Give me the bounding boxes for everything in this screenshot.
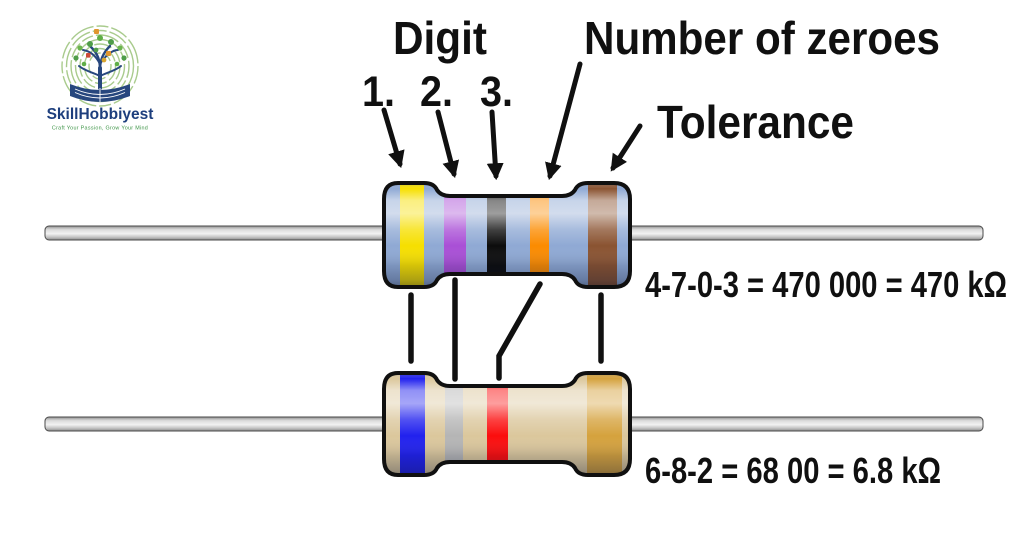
logo-tagline: Craft Your Passion, Grow Your Mind [52,126,148,132]
band-connector-lines [408,277,604,382]
logo-title: SkillHobbiyest [47,106,154,123]
arrow-tolerance-icon [610,123,643,172]
connector-multiplier [496,281,543,381]
bottom-resistor [382,371,632,477]
logo: SkillHobbiyest Craft Your Passion, Grow … [47,25,154,132]
annotation-arrows [381,61,643,181]
zeroes-label: Number of zeroes [584,12,940,64]
open-book-icon [70,84,130,102]
bottom-resistor-shading [384,373,630,475]
digit-number-2: 2. [420,68,453,116]
arrow-digit3-icon [486,109,504,181]
top-resistor-shading [384,183,630,287]
digit-label: Digit [393,12,487,64]
arrow-zeroes-icon [545,61,583,181]
tolerance-label: Tolerance [657,96,854,148]
digit-number-1: 1. [362,68,395,116]
tree-foliage-icon [73,29,127,67]
top-resistor-formula: 4-7-0-3 = 470 000 = 470 kΩ [645,264,1007,305]
arrow-digit2-icon [435,109,460,179]
digit-number-3: 3. [480,68,513,116]
arrow-digit1-icon [381,107,405,169]
bottom-resistor-formula: 6-8-2 = 68 00 = 6.8 kΩ [645,450,941,491]
top-resistor [382,181,632,289]
